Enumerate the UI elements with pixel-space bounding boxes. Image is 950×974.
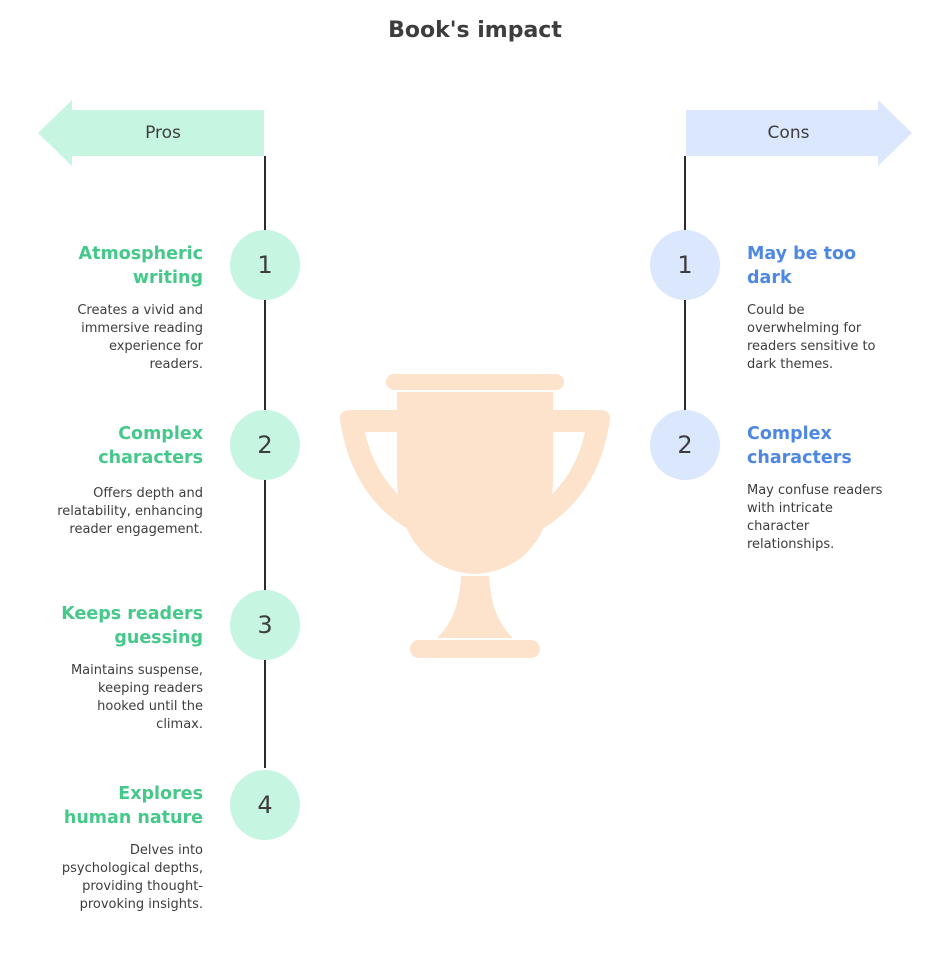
pros-item-1-title: Atmospheric writing bbox=[78, 244, 203, 288]
pros-step-3-circle: 3 bbox=[230, 590, 300, 660]
pros-item-4-title: Explores human nature bbox=[63, 784, 203, 828]
pros-item-2-title: Complex characters bbox=[98, 424, 203, 468]
cons-item-1-description: Could be overwhelming for readers sensit… bbox=[747, 303, 876, 372]
pros-label: Pros bbox=[145, 123, 181, 143]
right-arrow-shape bbox=[686, 100, 912, 166]
page-title: Book's impact bbox=[388, 18, 562, 43]
cons-label: Cons bbox=[767, 123, 810, 143]
pros-header-arrow: Pros bbox=[38, 100, 264, 166]
pros-item-2-description: Offers depth and relatability, enhancing… bbox=[57, 486, 203, 537]
pros-item-4-description: Delves into psychological depths, provid… bbox=[61, 843, 203, 912]
pros-item-3-description: Maintains suspense, keeping readers hook… bbox=[70, 663, 203, 732]
cons-header-arrow: Cons bbox=[686, 100, 912, 166]
pros-item-3-title: Keeps readers guessing bbox=[61, 604, 203, 648]
pros-step-2-circle: 2 bbox=[230, 410, 300, 480]
cons-step-1-circle: 1 bbox=[650, 230, 720, 300]
cons-item-2-description: May confuse readers with intricate chara… bbox=[747, 483, 883, 552]
cons-item-1-title: May be too dark bbox=[747, 244, 857, 288]
pros-step-1-circle: 1 bbox=[230, 230, 300, 300]
left-arrow-shape bbox=[38, 100, 264, 166]
pros-step-4-circle: 4 bbox=[230, 770, 300, 840]
cons-item-2-title: Complex characters bbox=[747, 424, 852, 468]
cons-step-2-circle: 2 bbox=[650, 410, 720, 480]
trophy-icon bbox=[335, 370, 615, 666]
pros-item-1-description: Creates a vivid and immersive reading ex… bbox=[77, 303, 203, 372]
